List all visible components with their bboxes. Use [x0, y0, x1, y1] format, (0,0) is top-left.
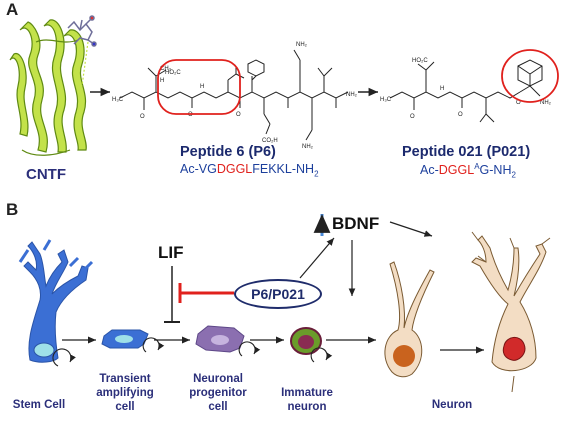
lif-label: LIF — [158, 243, 184, 262]
peptide6-seq-suffix: FEKKL-NH — [252, 162, 315, 176]
transient-amplifying-nucleus — [115, 335, 133, 343]
svg-text:H: H — [200, 84, 204, 90]
stem-cell-nucleus — [33, 342, 55, 358]
svg-text:O: O — [236, 112, 241, 118]
svg-text:NH₂: NH₂ — [296, 42, 308, 48]
stage-label-stem-cell: Stem Cell — [12, 399, 66, 411]
peptide6-sequence: Ac-VGDGGLFEKKL-NH2 — [180, 162, 319, 179]
svg-text:O: O — [140, 114, 145, 120]
svg-text:NH₂: NH₂ — [302, 144, 314, 150]
binding-site-dotted-line — [81, 41, 89, 87]
svg-text:H: H — [440, 86, 444, 92]
stage-label-transient-amplifying: Transient amplifying cell — [96, 373, 154, 413]
neuron-early-nucleus — [393, 345, 415, 367]
svg-text:HO₂C: HO₂C — [165, 70, 181, 76]
peptide6-seq-dggl: DGGL — [216, 162, 253, 176]
panel-a-label: A — [6, 0, 19, 19]
self-renewal-arrows — [52, 337, 333, 367]
svg-text:O: O — [188, 112, 193, 118]
svg-text:O: O — [410, 114, 415, 120]
stem-cell-drawing — [18, 239, 94, 363]
cntf-protein-structure — [9, 19, 87, 156]
cntf-label: CNTF — [26, 166, 66, 183]
stage-label-neuron: Neuron — [431, 399, 473, 411]
peptide6-title: Peptide 6 (P6) — [180, 144, 276, 160]
svg-text:CH₃: CH₃ — [160, 66, 172, 72]
peptide021-structure — [389, 59, 543, 123]
svg-text:NH₂: NH₂ — [346, 92, 358, 98]
peptide6-seq-prefix: Ac-VG — [180, 162, 217, 176]
peptide021-seq-sup: A — [474, 162, 480, 171]
peptide021-atom-labels: H₃C O HO₂C H O NH₂ O — [380, 58, 552, 120]
svg-text:O: O — [516, 100, 521, 106]
neuronal-progenitor-nucleus — [211, 335, 229, 345]
peptide021-title: Peptide 021 (P021) — [402, 144, 531, 160]
differentiation-arrows — [62, 336, 484, 354]
svg-text:HO₂C: HO₂C — [412, 58, 428, 64]
bound-peptide-sticks — [67, 15, 97, 47]
p6-p021-oval: P6/P021 — [234, 279, 322, 309]
peptide021-seq-prefix: Ac- — [420, 163, 439, 178]
peptide021-seq-dggl: DGGL — [438, 163, 475, 178]
peptide6-atom-labels: H₃C O CH₃ H HO₂C O H O CO₂H NH₂ NH₂ NH₂ — [112, 42, 358, 150]
arrow-bdnf-to-mature-neuron — [389, 221, 433, 237]
svg-text:H₃C: H₃C — [380, 97, 392, 103]
stage-label-neuronal-progenitor: Neuronal progenitor cell — [189, 373, 247, 413]
svg-text:CO₂H: CO₂H — [262, 138, 278, 144]
svg-text:NH₂: NH₂ — [540, 100, 552, 106]
peptide021-seq-sub: 2 — [511, 170, 516, 180]
stage-label-immature-neuron: Immature neuron — [281, 387, 333, 413]
immature-neuron-nucleus — [298, 335, 314, 349]
neuron-mature-nucleus — [502, 337, 526, 361]
peptide6-seq-sub: 2 — [314, 169, 319, 179]
peptide021-adamantane-highlight — [501, 49, 559, 103]
panel-b-label: B — [6, 200, 19, 219]
svg-text:H: H — [160, 78, 164, 84]
svg-text:O: O — [458, 112, 463, 118]
svg-text:H₃C: H₃C — [112, 97, 124, 103]
peptide021-sequence: Ac-DGGLAG-NH2 — [420, 162, 516, 180]
peptide021-seq-suffix: G-NH — [479, 163, 512, 178]
neuron-mature-drawing — [471, 231, 551, 393]
arrow-drug-to-bdnf — [299, 237, 335, 279]
bdnf-label: BDNF — [332, 214, 380, 233]
peptide6-dggl-highlight — [157, 59, 241, 115]
